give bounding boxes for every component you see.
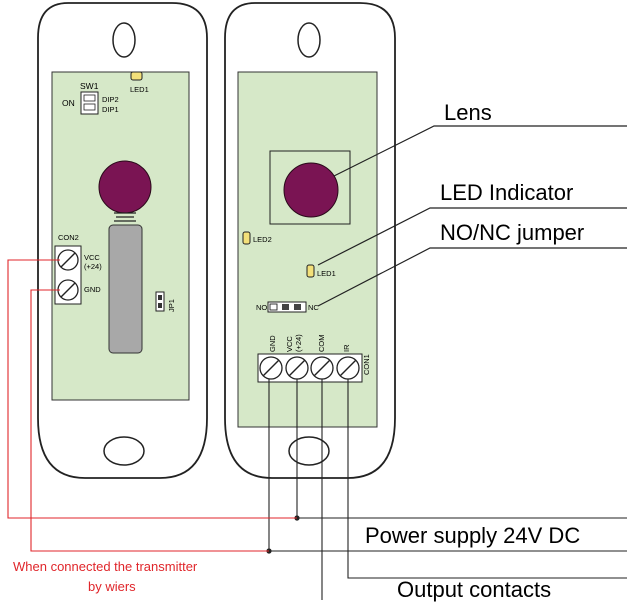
led-indicator-leader — [317, 207, 627, 266]
lens-callout: Lens — [444, 100, 492, 125]
black-wires — [268, 379, 627, 600]
con1-label: CON1 — [362, 354, 371, 375]
nc-label: NC — [308, 303, 319, 312]
led1-label: LED1 — [317, 269, 336, 278]
red-wires — [7, 259, 297, 552]
wire-ir — [347, 379, 627, 579]
transmitter-housing: SW1 ON DIP2 DIP1 LED1 CON2 VCC (+24) GND… — [37, 2, 208, 479]
led1-light — [306, 264, 315, 278]
note-line-1: When connected the transmitter — [13, 559, 198, 574]
term-ir-label: IR — [342, 344, 351, 352]
screw-slot — [339, 359, 357, 377]
vcc-label: VCC — [84, 253, 100, 262]
battery — [108, 224, 143, 354]
jumper-pin — [269, 303, 278, 311]
jumper-pin — [294, 304, 301, 310]
term-plus24-label: (+24) — [294, 334, 303, 352]
jumper-pin — [282, 304, 289, 310]
term-com-label: COM — [317, 335, 326, 353]
gnd-label: GND — [84, 285, 101, 294]
note-line-2: by wiers — [88, 579, 136, 594]
power-supply-callout: Power supply 24V DC — [365, 523, 580, 548]
output-contacts-callout: Output contacts — [397, 577, 551, 602]
sw1-label: SW1 — [80, 81, 99, 91]
led2-light — [242, 231, 251, 245]
battery-spring — [114, 212, 136, 222]
no-label: NO — [256, 303, 267, 312]
plus24-label: (+24) — [84, 262, 102, 271]
on-label: ON — [62, 98, 75, 108]
jp1-jumper[interactable] — [155, 291, 165, 312]
screw-slot — [288, 359, 306, 377]
mount-hole-top — [297, 22, 321, 58]
red-wire-gnd — [30, 289, 269, 552]
jumper-leader — [317, 247, 627, 307]
lens-leader — [333, 125, 627, 177]
dip2-slider — [83, 94, 96, 102]
led1-label: LED1 — [130, 85, 149, 94]
jumper-callout: NO/NC jumper — [440, 220, 584, 245]
screw-slot — [262, 359, 280, 377]
mount-hole-bottom — [288, 436, 330, 466]
mount-hole-top — [112, 22, 136, 58]
receiver-lens — [283, 162, 339, 218]
screw-slot — [60, 252, 76, 268]
mount-hole-bottom — [103, 436, 145, 466]
led1-light — [130, 71, 143, 81]
con2-label: CON2 — [58, 233, 79, 242]
callout-leaders — [317, 125, 627, 307]
screw-slot — [313, 359, 331, 377]
jp1-pin — [158, 303, 162, 308]
term-vcc-label: VCC — [285, 336, 294, 352]
led2-label: LED2 — [253, 235, 272, 244]
jp1-label: JP1 — [167, 299, 176, 312]
lens-frame — [269, 150, 351, 225]
term-gnd-label: GND — [268, 335, 277, 352]
emitter-lens — [98, 160, 152, 214]
red-wire-vcc — [7, 259, 297, 519]
dip1-label: DIP1 — [102, 105, 119, 114]
led-indicator-callout: LED Indicator — [440, 180, 573, 205]
jp1-pin — [158, 295, 162, 300]
dip2-label: DIP2 — [102, 95, 119, 104]
screw-slot — [60, 282, 76, 298]
receiver-housing: LED2 LED1 NO NC GND VCC (+24) COM IR CON… — [224, 2, 396, 479]
dip1-slider — [83, 103, 96, 111]
